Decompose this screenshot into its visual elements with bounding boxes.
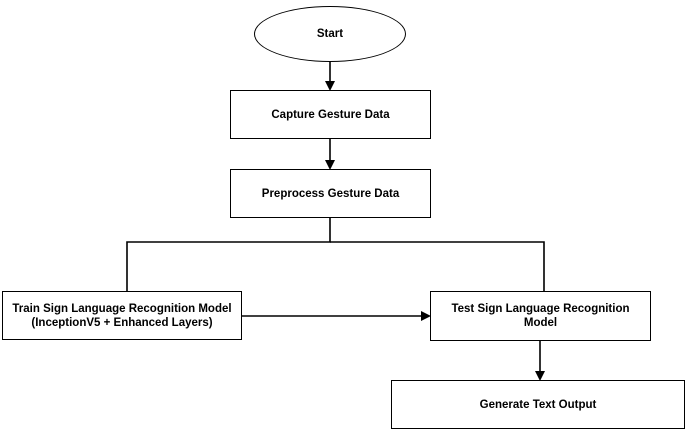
generate-text-output-node: Generate Text Output <box>391 380 685 429</box>
train-model-node: Train Sign Language Recognition Model (I… <box>2 291 242 340</box>
generate-text-output-label: Generate Text Output <box>479 398 597 411</box>
capture-gesture-data-label: Capture Gesture Data <box>271 108 390 121</box>
test-model-node: Test Sign Language Recognition Model <box>430 291 651 341</box>
start-node-label: Start <box>316 28 344 40</box>
start-node: Start <box>254 6 406 62</box>
capture-gesture-data-node: Capture Gesture Data <box>230 90 431 139</box>
edge-preprocess-branch <box>126 218 331 291</box>
edge-preprocess-to-test <box>330 241 545 291</box>
train-model-label: Train Sign Language Recognition Model (I… <box>12 302 232 329</box>
preprocess-gesture-data-label: Preprocess Gesture Data <box>261 187 400 200</box>
preprocess-gesture-data-node: Preprocess Gesture Data <box>230 169 431 218</box>
test-model-label: Test Sign Language Recognition Model <box>451 303 630 329</box>
